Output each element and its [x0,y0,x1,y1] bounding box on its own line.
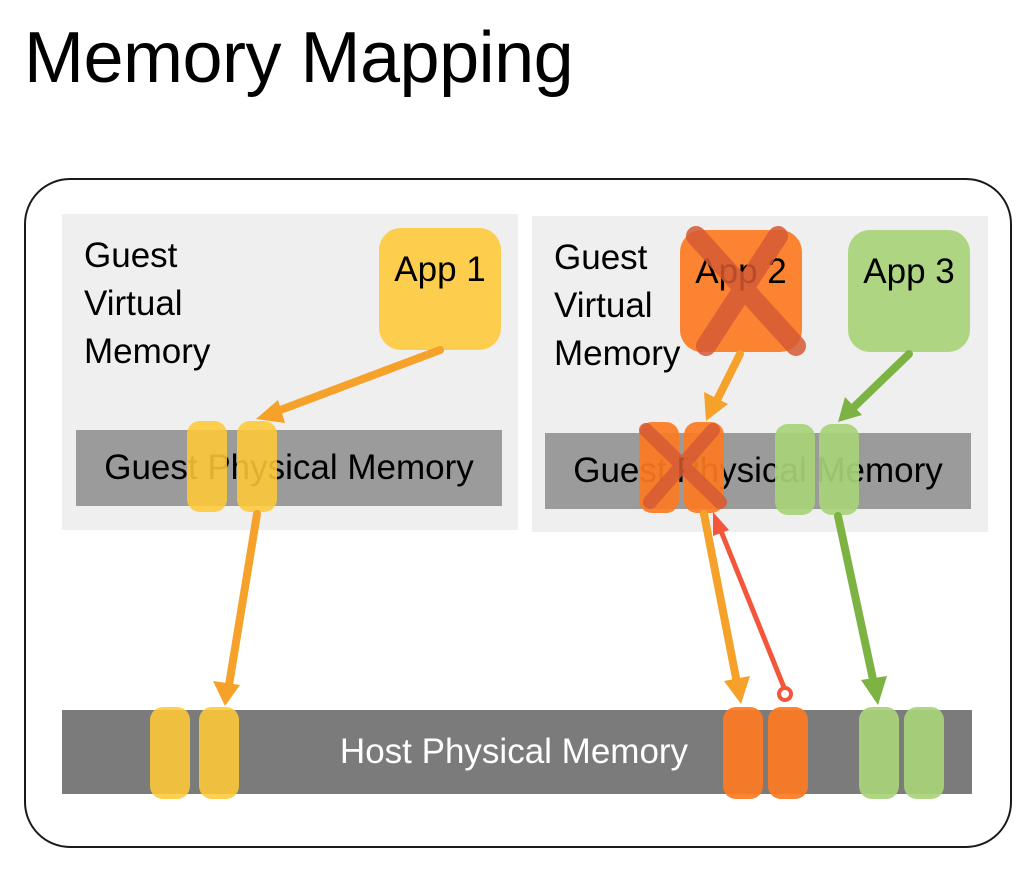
arrow-reclaim-red [713,512,793,702]
guest-page-terminated-cross-icon [639,423,727,509]
guest-1-physical-memory-bar: Guest Physical Memory [76,430,502,506]
guest-2-app-3-page [819,424,859,515]
arrow-guest1-to-host [213,510,261,706]
host-page-app-1 [199,707,239,799]
app-3-label: App 3 [863,252,955,291]
guest-2-app-3-page [775,424,815,515]
arrow-app3-to-guest-physical [838,350,913,422]
arrow-app2-to-guest-physical [704,350,744,421]
arrow-guest2-app2-to-host [700,510,750,704]
arrow-guest2-app3-to-host [834,512,887,705]
guest-1-page [237,421,277,512]
guest-2-physical-memory-bar: Guest Physical Memory [545,433,971,509]
host-page-app-3 [904,707,944,799]
guest-1-page [187,421,227,512]
arrow-app1-to-guest-physical [256,346,444,423]
app-1-label: App 1 [394,250,486,289]
guest-1-virtual-memory-label: Guest Virtual Memory [84,236,211,371]
app-1-block: App 1 [379,228,501,350]
host-page-app-1 [150,707,190,799]
app-2-terminated-cross-icon [686,226,806,356]
host-physical-memory-label: Host Physical Memory [339,732,689,771]
page-title: Memory Mapping [24,18,574,98]
host-frame [24,178,1012,848]
guest-2-virtual-memory-label: Guest Virtual Memory [554,238,681,373]
app-3-block: App 3 [848,230,970,352]
host-page-app-3 [859,707,899,799]
host-page-app-2 [723,707,763,799]
host-page-app-2 [768,707,808,799]
